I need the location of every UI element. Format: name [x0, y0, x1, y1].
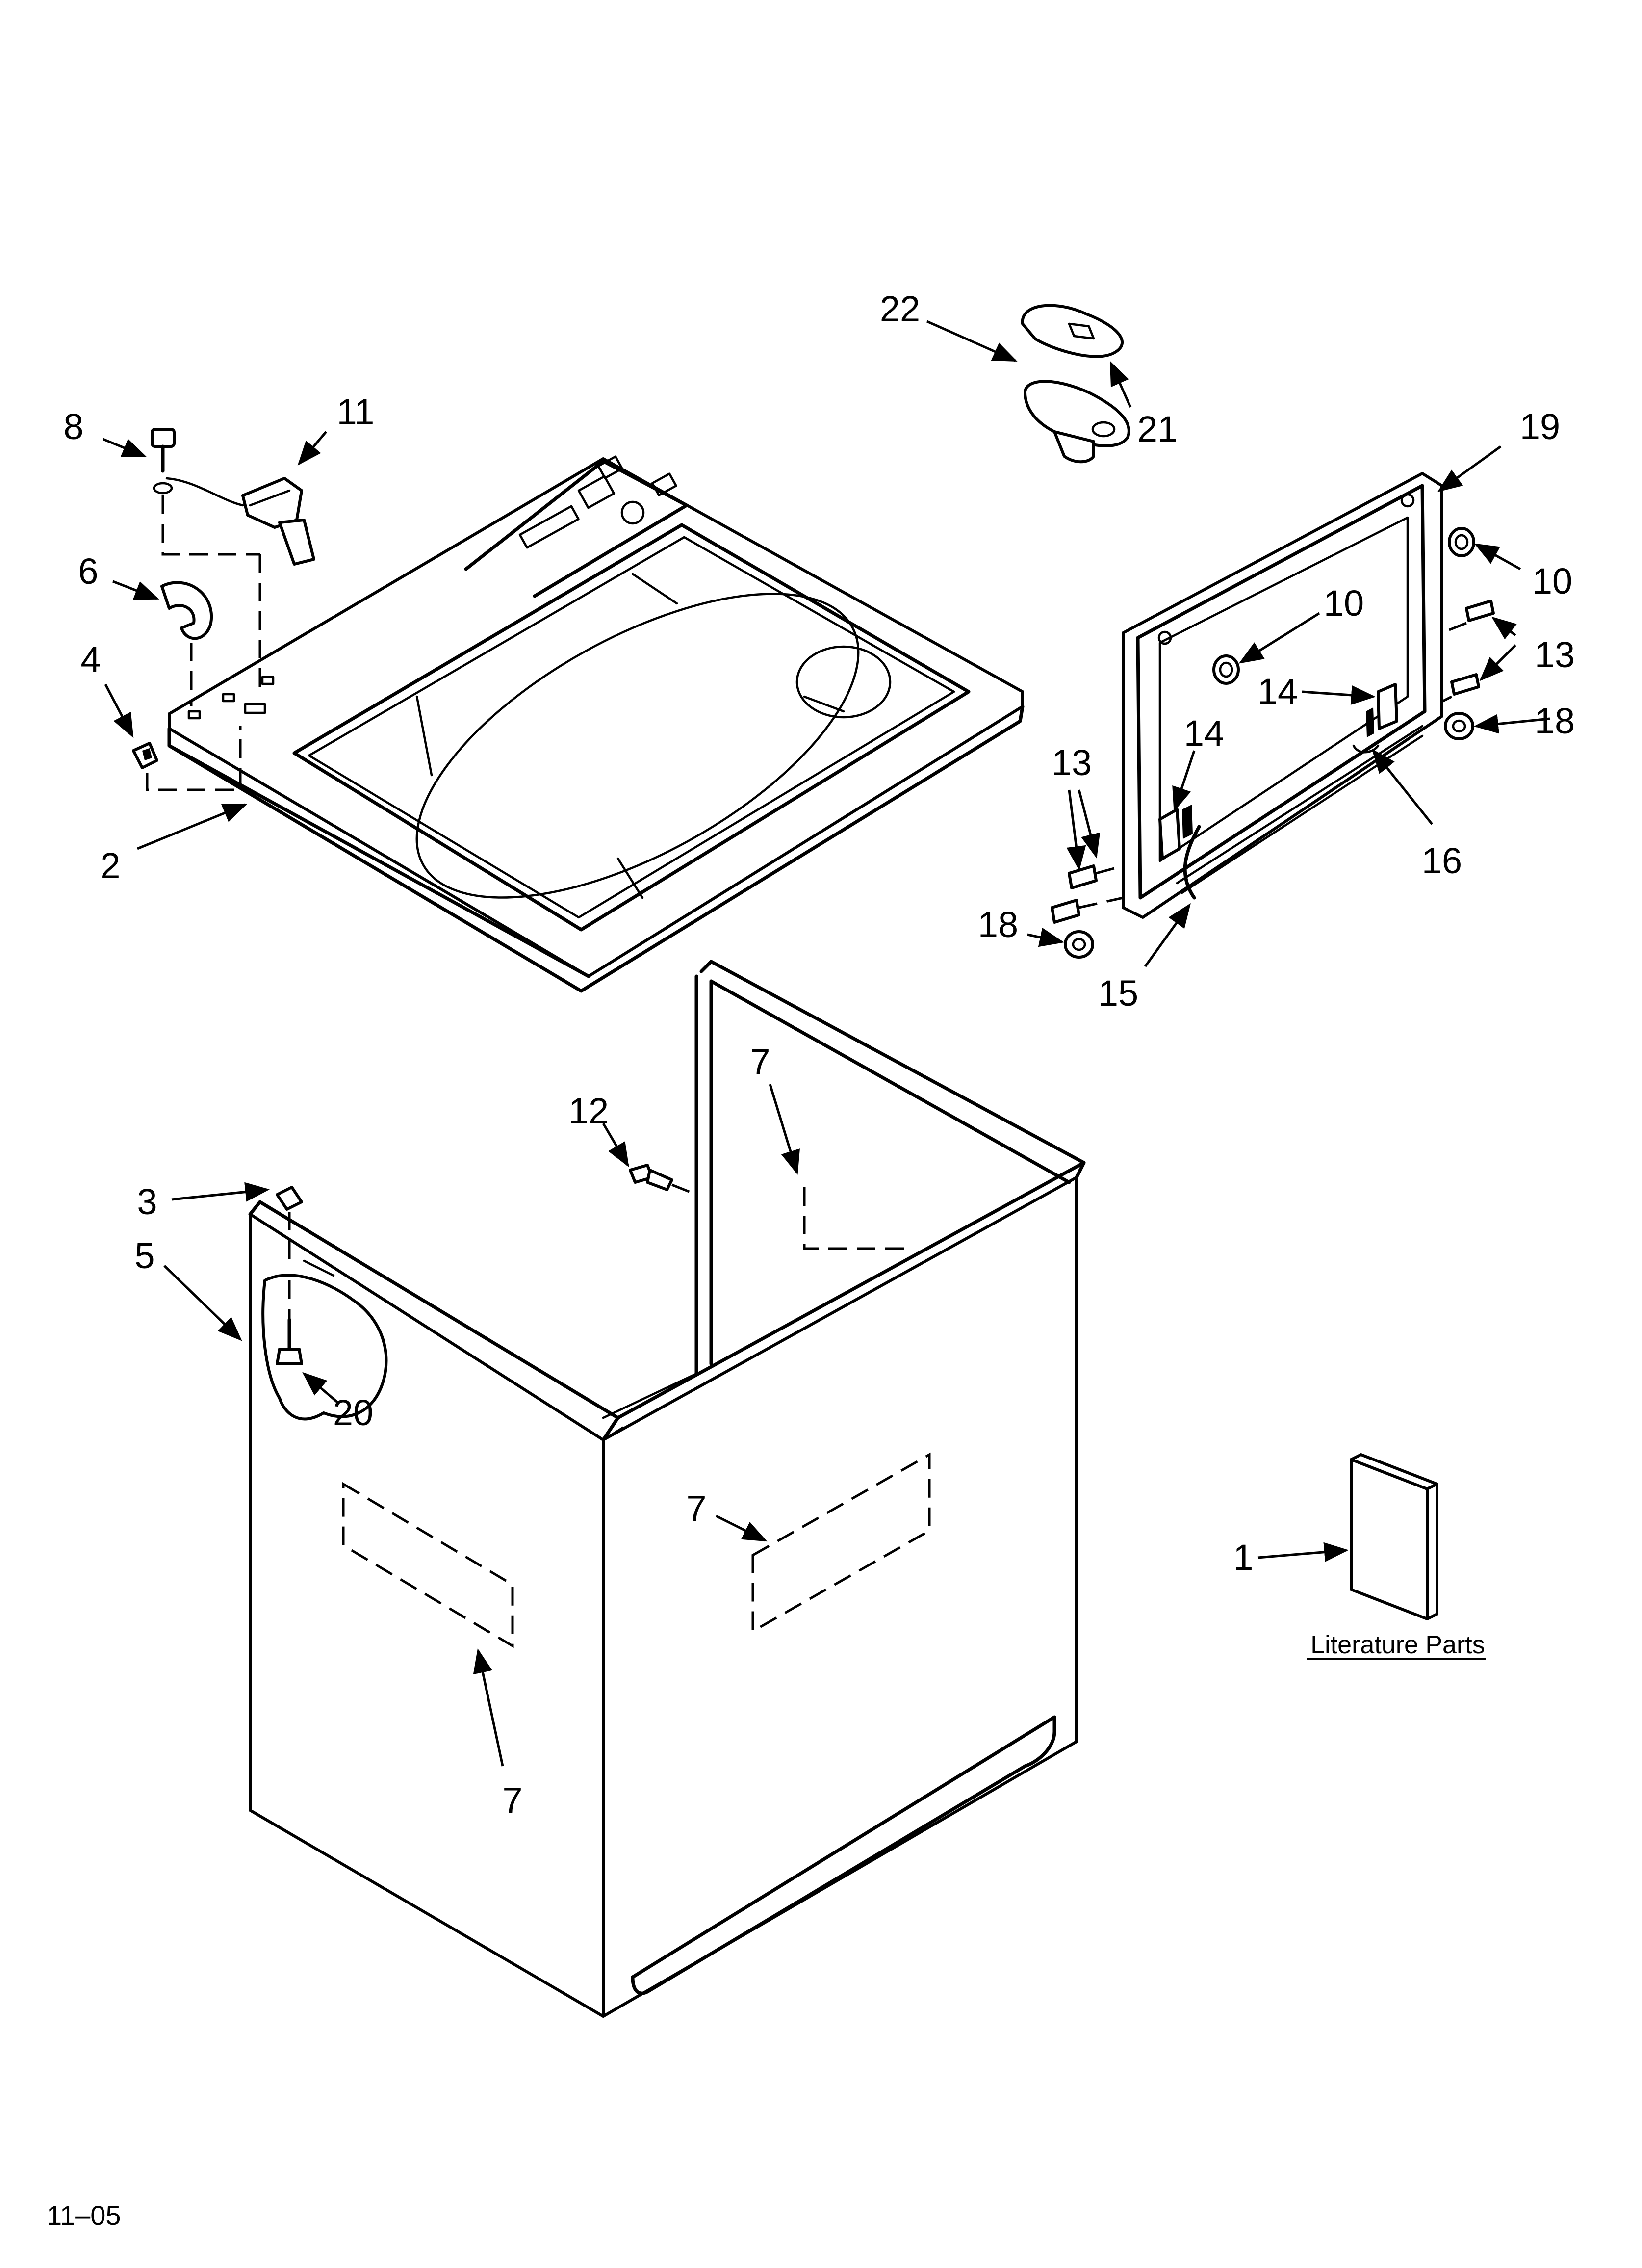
bumper-18-left [1064, 930, 1094, 959]
clip-6 [160, 581, 213, 706]
callout-22: 22 [880, 288, 920, 329]
callout-21: 21 [1137, 409, 1178, 449]
callout-20: 20 [333, 1392, 373, 1433]
washer-cabinet [248, 960, 1086, 2018]
callout-7-front: 7 [502, 1780, 522, 1821]
callout-3: 3 [137, 1181, 157, 1222]
clip-3 [276, 1186, 303, 1261]
literature-parts-label: Literature Parts [1310, 1631, 1485, 1659]
callout-4: 4 [80, 639, 101, 680]
lid-switch [165, 477, 315, 566]
callout-19: 19 [1520, 406, 1560, 447]
callout-10-left: 10 [1324, 583, 1364, 624]
callout-6: 6 [78, 551, 98, 592]
callout-18-right: 18 [1535, 701, 1575, 741]
callout-11: 11 [337, 391, 375, 432]
footer-code: 11–05 [47, 2200, 121, 2231]
screws-13-right [1440, 600, 1495, 706]
callout-14-left: 14 [1184, 713, 1224, 754]
callout-15: 15 [1098, 973, 1138, 1014]
callout-14-right: 14 [1257, 671, 1298, 712]
screw-8 [151, 428, 261, 692]
literature-book [1350, 1453, 1438, 1620]
callout-7-right: 7 [686, 1488, 706, 1529]
callout-10-right: 10 [1532, 561, 1572, 601]
bumper-10-right [1448, 527, 1475, 557]
callout-13-right: 13 [1535, 634, 1575, 675]
bumper-18-right [1444, 712, 1474, 740]
callout-18-left: 18 [978, 904, 1018, 945]
callout-12: 12 [568, 1091, 609, 1131]
callout-1: 1 [1233, 1537, 1253, 1578]
screw-12 [629, 1164, 697, 1196]
callout-8: 8 [63, 406, 83, 447]
screw-20 [276, 1280, 303, 1365]
callout-7-back: 7 [750, 1042, 770, 1082]
callout-2: 2 [100, 845, 120, 886]
screws-13-left [1051, 864, 1124, 924]
callout-5: 5 [134, 1235, 154, 1276]
clip-4 [132, 726, 242, 791]
leader-lines [103, 320, 1550, 1767]
callout-13-left: 13 [1052, 742, 1092, 783]
washer-top [167, 455, 1025, 993]
bumper-10-left [1212, 654, 1240, 685]
label-7-back [803, 1187, 911, 1250]
dispenser-cups [1021, 304, 1130, 464]
label-7-front [342, 1482, 514, 1648]
callout-16: 16 [1422, 840, 1462, 881]
